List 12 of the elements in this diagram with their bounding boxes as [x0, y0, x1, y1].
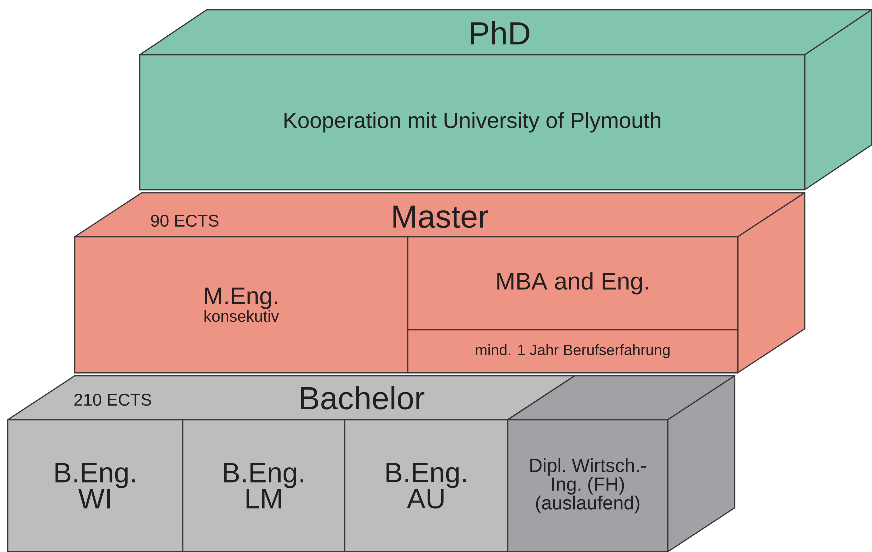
node-label: Master — [394, 206, 488, 228]
program-cell: B.Eng. WI — [7, 419, 184, 552]
program-cell: mind. 1 Jahr Berufserfahrung — [407, 329, 739, 374]
node-label: 210 ECTS — [74, 394, 152, 406]
program-block: Dipl. Wirtsch.-Ing. (FH) (auslaufend) — [507, 375, 736, 552]
degree-block: PhD Kooperation mit University of Plymouth — [139, 9, 872, 191]
node-label: PhD — [472, 21, 530, 45]
program-cell: B.Eng. AU — [344, 419, 509, 552]
node-label: Bachelor — [301, 386, 425, 410]
node-label: 90 ECTS — [151, 214, 219, 228]
program-cell: B.Eng. LM — [182, 419, 346, 552]
program-cell: M.Eng. konsekutiv — [74, 236, 409, 374]
